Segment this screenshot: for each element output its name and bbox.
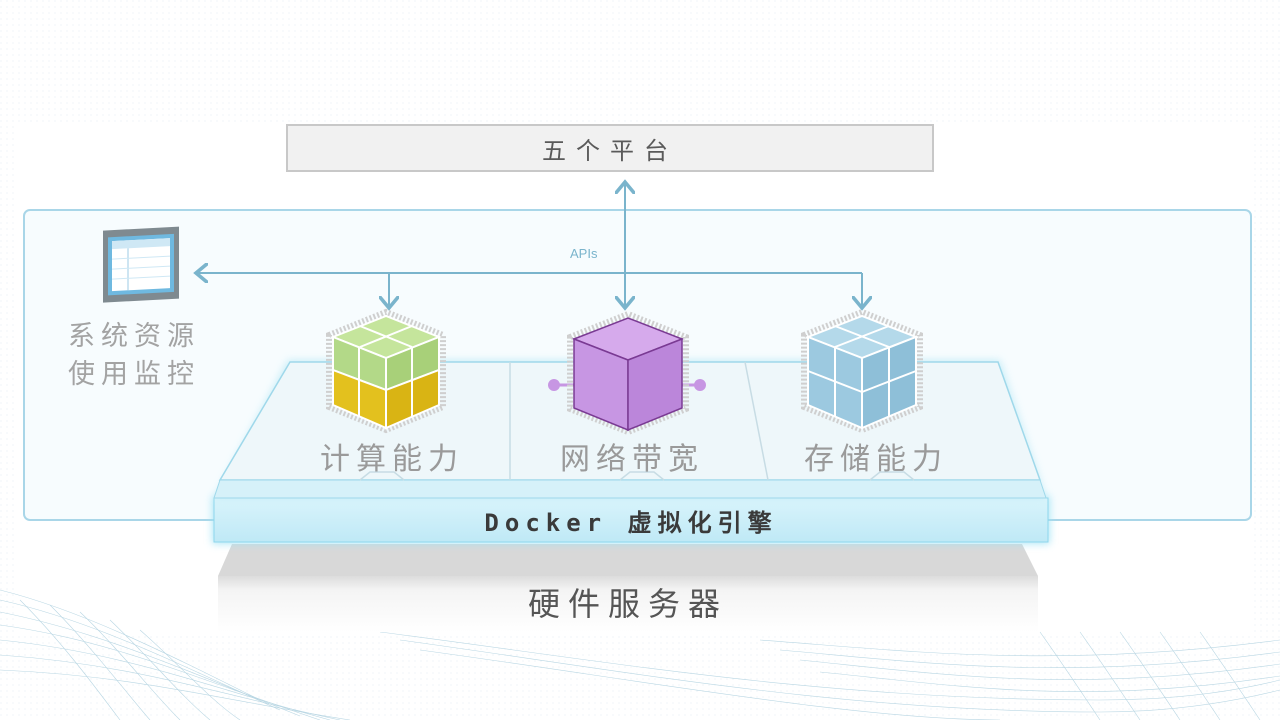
hardware-base — [218, 544, 1038, 632]
hardware-server-label: 硬件服务器 — [527, 585, 728, 623]
monitor-label-line1: 系统资源 — [68, 321, 200, 352]
docker-engine-label: Docker 虚拟化引擎 — [484, 508, 778, 537]
module-label-storage: 存储能力 — [804, 442, 948, 477]
apis-label: APIs — [570, 246, 598, 261]
system-monitor-label: 系统资源 使用监控 — [68, 318, 228, 394]
five-platforms-box: 五个平台 — [286, 124, 934, 172]
storage-cube-icon — [801, 308, 923, 434]
network-cube-icon — [548, 310, 706, 436]
module-label-compute: 计算能力 — [320, 442, 464, 477]
docker-engine-bar — [212, 496, 1050, 544]
monitor-label-line2: 使用监控 — [68, 359, 200, 390]
wave-mesh-decoration — [0, 589, 1280, 721]
api-arrows — [198, 184, 862, 306]
module-label-network: 网络带宽 — [560, 442, 704, 477]
monitor-icon — [103, 226, 179, 303]
compute-cube-icon — [326, 308, 446, 434]
